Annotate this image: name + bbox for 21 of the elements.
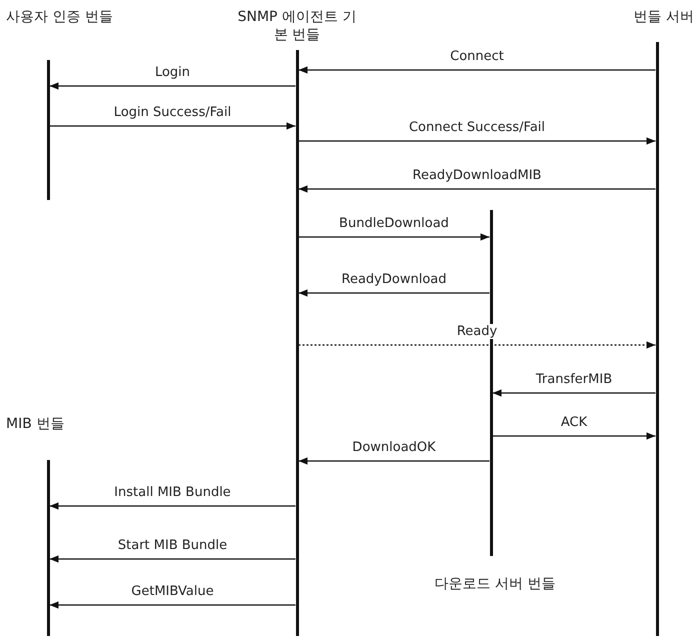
lifeline-label: SNMP 에이전트 기본 번들: [236, 8, 358, 44]
message-arrow: [298, 289, 490, 297]
message-arrow: [50, 555, 296, 563]
lifeline-label: 다운로드 서버 번들: [434, 575, 556, 593]
message-arrow: [50, 122, 296, 130]
message-arrow: [298, 457, 490, 465]
lifeline-label: 사용자 인증 번들: [6, 8, 113, 26]
message-arrow: [50, 82, 296, 90]
message-label: ReadyDownload: [340, 272, 448, 287]
message-arrow: [298, 137, 656, 145]
message-arrow: [298, 66, 656, 74]
message-arrow: [50, 502, 296, 510]
message-label: ReadyDownloadMIB: [410, 168, 544, 183]
lifeline-label: 번들 서버: [634, 8, 694, 26]
message-arrow: [50, 601, 296, 609]
lifeline-label: MIB 번들: [6, 415, 64, 433]
message-arrow: [298, 185, 656, 193]
message-arrow: [492, 432, 656, 440]
message-arrow: [298, 341, 656, 349]
message-arrow: [492, 389, 656, 397]
message-arrow: [298, 233, 490, 241]
